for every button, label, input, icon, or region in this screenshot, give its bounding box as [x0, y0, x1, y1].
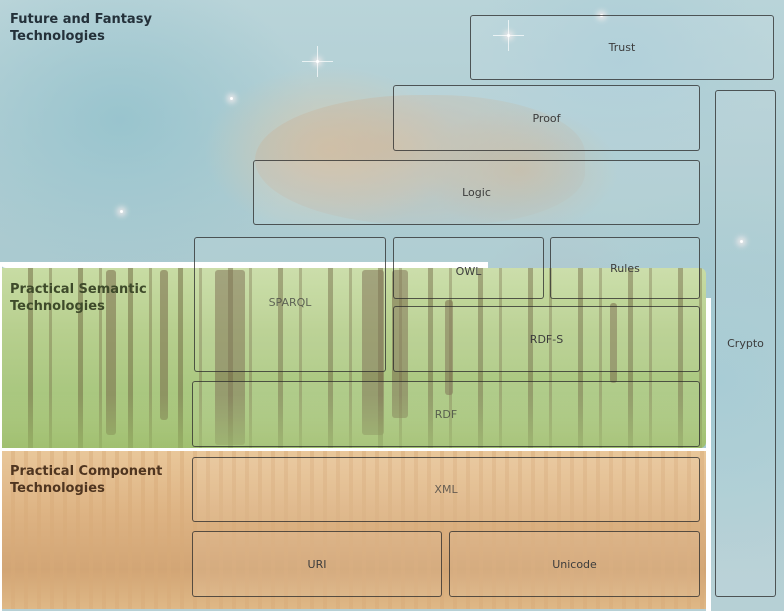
layer-rdfs[interactable]: RDF-S [393, 306, 700, 372]
layer-uri-label: URI [307, 557, 327, 571]
tier-label-future: Future and Fantasy Technologies [10, 12, 152, 44]
tree-trunk [610, 303, 617, 383]
star-icon [302, 46, 333, 77]
layer-unicode[interactable]: Unicode [449, 531, 700, 597]
layer-rules[interactable]: Rules [550, 237, 700, 299]
layer-rdf[interactable]: RDF [192, 381, 700, 447]
layer-uri[interactable]: URI [192, 531, 442, 597]
layer-crypto-label: Crypto [727, 337, 764, 350]
layer-sparql[interactable]: SPARQL [194, 237, 386, 372]
star-icon [230, 97, 233, 100]
tree-trunk [106, 270, 116, 435]
layer-rules-label: Rules [610, 261, 640, 275]
tree-trunk [445, 300, 453, 395]
layer-trust-label: Trust [608, 41, 636, 54]
layer-owl[interactable]: OWL [393, 237, 544, 299]
forest-floor [2, 395, 706, 448]
star-icon [740, 240, 743, 243]
star-icon [493, 20, 524, 51]
layer-proof[interactable]: Proof [393, 85, 700, 151]
star-icon [120, 210, 123, 213]
layer-logic[interactable]: Logic [253, 160, 700, 225]
layer-crypto[interactable]: Crypto [715, 90, 776, 597]
tree-trunk [362, 270, 384, 435]
layer-logic-label: Logic [462, 186, 491, 199]
tier-label-component: Practical Component Technologies [10, 464, 163, 496]
tree-trunk [160, 270, 168, 420]
tier-separator [0, 448, 711, 452]
layer-owl-label: OWL [455, 265, 482, 278]
layer-xml[interactable]: XML [192, 457, 700, 522]
tier-separator [706, 298, 711, 611]
layer-sparql-label: SPARQL [268, 296, 312, 309]
tier-separator [0, 262, 488, 268]
layer-rdfs-label: RDF-S [529, 332, 564, 346]
cave-background [2, 451, 706, 609]
layer-unicode-label: Unicode [552, 557, 597, 571]
layer-xml-label: XML [434, 483, 458, 496]
layer-rdf-label: RDF [434, 407, 458, 421]
layer-trust[interactable]: Trust [470, 15, 774, 80]
tier-separator [0, 262, 2, 611]
layer-proof-label: Proof [532, 111, 561, 125]
tier-label-semantic: Practical Semantic Technologies [10, 282, 147, 314]
